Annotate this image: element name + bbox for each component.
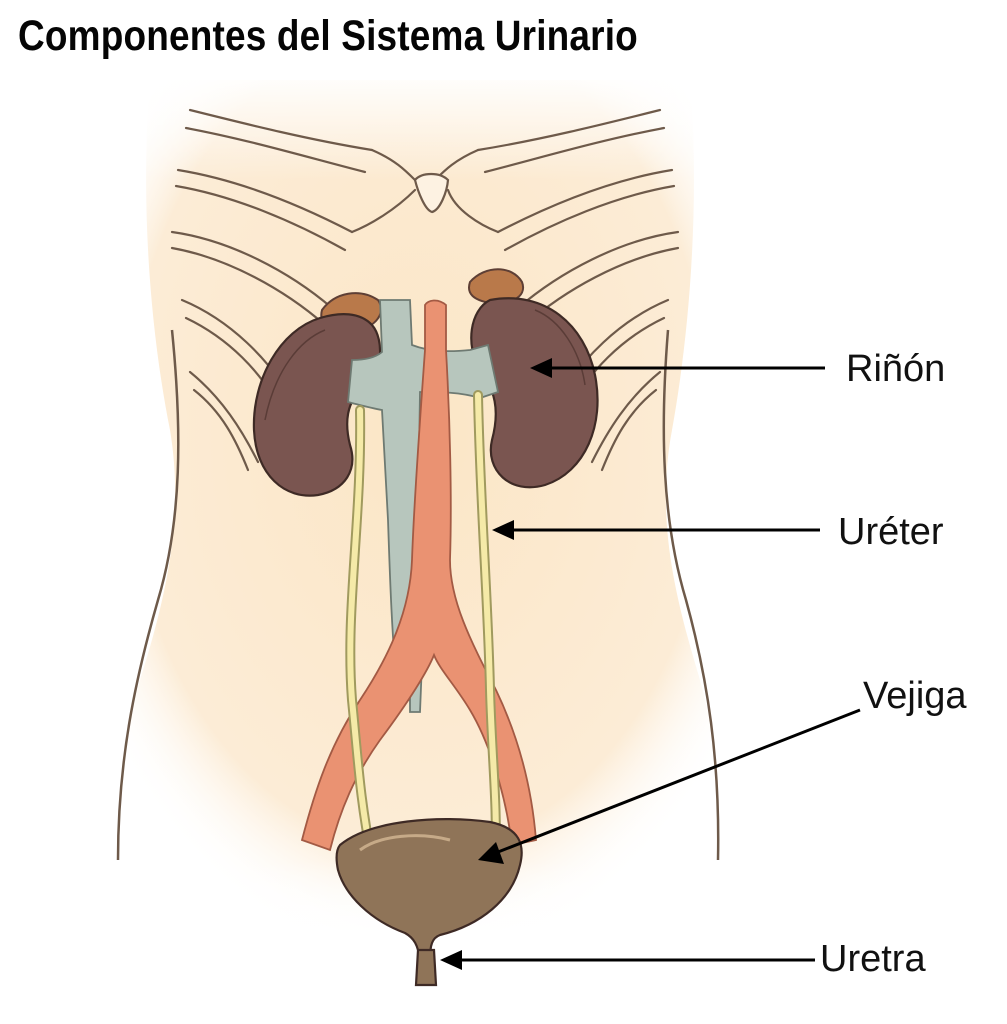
ureters — [345, 390, 501, 865]
diagram-title: Componentes del Sistema Urinario — [18, 12, 638, 60]
left-kidney — [252, 313, 382, 497]
bladder-label: Vejiga — [863, 675, 967, 717]
leader-lines — [440, 358, 861, 970]
kidneys — [252, 297, 599, 497]
bladder-arrowhead — [478, 842, 504, 864]
ureter-label: Uréter — [838, 511, 944, 553]
urethra-label: Uretra — [820, 938, 926, 980]
aorta — [300, 299, 537, 852]
urethra-arrowhead — [440, 950, 462, 970]
kidney-arrowhead — [530, 358, 552, 378]
urethra — [414, 948, 438, 987]
bladder-leader-line — [497, 708, 861, 854]
ureter-arrowhead — [492, 520, 514, 540]
bladder — [335, 818, 523, 987]
kidney-label: Riñón — [846, 348, 946, 390]
